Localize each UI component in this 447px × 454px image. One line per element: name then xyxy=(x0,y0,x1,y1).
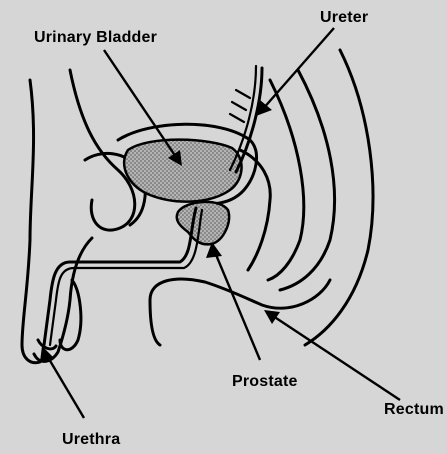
glans-outline xyxy=(38,340,56,349)
rectum-curve xyxy=(268,80,304,280)
penis-outline xyxy=(34,238,92,361)
abdominal-wall-outline xyxy=(22,80,40,363)
label-urinary-bladder: Urinary Bladder xyxy=(34,29,157,46)
leader-prostate xyxy=(214,250,260,360)
lower-body-outline xyxy=(150,300,160,345)
hatch-marks xyxy=(230,90,250,122)
prostate-organ xyxy=(177,202,229,244)
label-ureter: Ureter xyxy=(320,9,368,26)
rectum-wall-inner xyxy=(280,70,335,290)
leader-ureter xyxy=(262,28,334,110)
urinary-bladder-organ xyxy=(124,140,241,202)
leader-urethra xyxy=(46,354,84,418)
rectum-wall-outer xyxy=(305,50,373,345)
perineum-outline xyxy=(150,279,330,308)
pubic-outline xyxy=(70,70,135,230)
label-prostate: Prostate xyxy=(232,373,298,390)
label-rectum: Rectum xyxy=(384,401,444,418)
label-urethra: Urethra xyxy=(62,431,120,448)
arrow-rectum xyxy=(264,310,280,324)
